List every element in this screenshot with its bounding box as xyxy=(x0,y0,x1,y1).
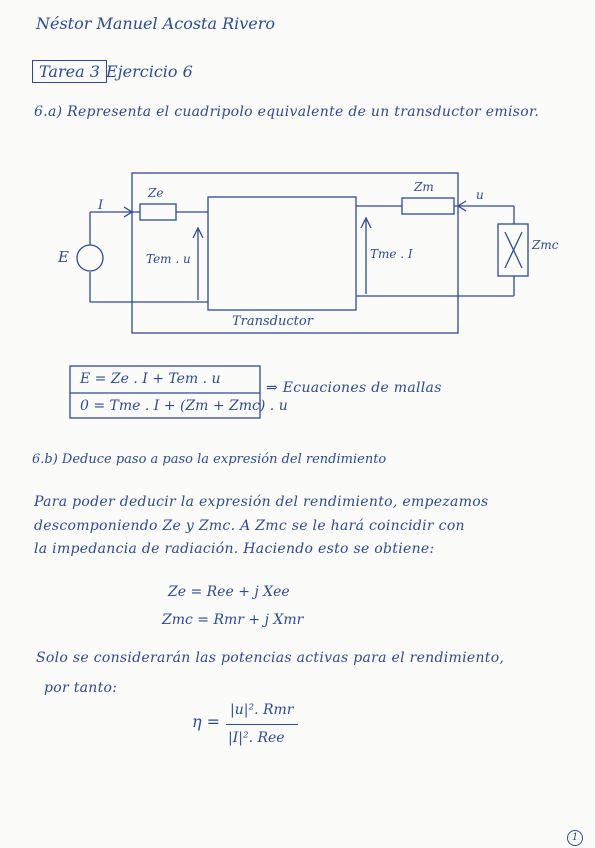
tme-label: Tme . I xyxy=(370,247,413,261)
paragraph-line-1: Para poder deducir la expresión del rend… xyxy=(34,494,489,510)
mesh-equations-box xyxy=(69,365,261,419)
conclusion-line-1: Solo se considerarán las potencias activ… xyxy=(36,650,505,666)
transductor-frame xyxy=(131,172,459,334)
part-a-heading: 6.a) Representa el cuadripolo equivalent… xyxy=(34,104,540,120)
page-number: 1 xyxy=(567,830,583,846)
transductor-label: Transductor xyxy=(232,314,313,329)
current-label: I xyxy=(98,198,104,213)
zm-label: Zm xyxy=(414,180,434,194)
voltage-source xyxy=(76,244,104,272)
assignment-tag: Tarea 3 xyxy=(32,60,107,83)
zmc-label: Zmc xyxy=(532,238,559,252)
quadripole-box xyxy=(207,196,357,311)
zm-resistor xyxy=(401,197,455,215)
ze-label: Ze xyxy=(148,186,164,200)
ze-decomposition: Ze = Ree + j Xee xyxy=(168,584,290,600)
velocity-label: u xyxy=(476,188,484,202)
paragraph-line-3: la impedancia de radiación. Haciendo est… xyxy=(34,541,435,557)
mesh-eq-note: ⇒ Ecuaciones de mallas xyxy=(266,380,442,396)
tem-label: Tem . u xyxy=(146,252,191,266)
efficiency-denominator: |I|². Ree xyxy=(228,730,285,746)
mesh-eq-2: 0 = Tme . I + (Zm + Zmc) . u xyxy=(80,398,288,414)
mesh-eq-1: E = Ze . I + Tem . u xyxy=(80,371,221,387)
conclusion-line-2: por tanto: xyxy=(44,680,118,696)
part-b-heading: 6.b) Deduce paso a paso la expresión del… xyxy=(32,452,387,467)
source-label: E xyxy=(58,248,69,266)
paragraph-line-2: descomponiendo Ze y Zmc. A Zmc se le har… xyxy=(34,518,465,534)
zmc-resistor xyxy=(497,223,529,277)
efficiency-numerator: |u|². Rmr xyxy=(230,702,294,718)
efficiency-symbol: η = xyxy=(192,712,221,731)
zmc-decomposition: Zmc = Rmr + j Xmr xyxy=(162,612,304,628)
ze-resistor xyxy=(139,203,177,221)
exercise-title: Ejercicio 6 xyxy=(106,62,193,81)
author-name: Néstor Manuel Acosta Rivero xyxy=(36,14,276,33)
fraction-bar xyxy=(226,724,298,725)
